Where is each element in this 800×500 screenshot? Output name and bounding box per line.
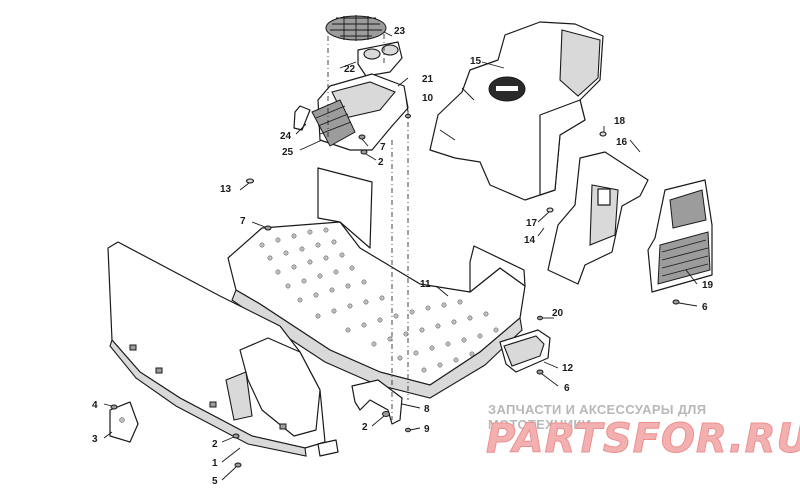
engine-cover-part — [429, 21, 604, 201]
callout-5: 5 — [212, 476, 218, 487]
callout-14: 14 — [524, 235, 536, 246]
handle-part — [293, 105, 311, 131]
nut-2-icon — [360, 149, 368, 155]
front-panel-part — [107, 241, 339, 457]
left-bracket-part — [109, 401, 139, 443]
screw-6a-icon — [672, 299, 680, 305]
screw-5-icon — [234, 462, 242, 468]
callout-9: 9 — [424, 424, 430, 435]
callout-2: 2 — [362, 422, 368, 433]
callout-6: 6 — [702, 302, 708, 313]
callout-19: 19 — [702, 280, 714, 291]
callout-10: 10 — [422, 93, 434, 104]
callout-7: 7 — [240, 216, 246, 227]
callout-20: 20 — [552, 308, 564, 319]
screw-7b-icon — [358, 134, 366, 140]
storage-mesh-part — [325, 15, 387, 41]
callout-22: 22 — [344, 64, 356, 75]
fastener-set — [110, 113, 680, 468]
callout-24: 24 — [280, 131, 292, 142]
callout-11: 11 — [420, 279, 431, 290]
watermark-logo: PARTSFOR.RU — [485, 416, 800, 463]
floor-tray-part — [227, 167, 526, 399]
callout-12: 12 — [562, 363, 574, 374]
callout-labels: 1 2 2 2 3 4 5 6 6 7 7 8 9 10 11 12 13 14… — [92, 26, 714, 487]
bracket-plate-part — [499, 329, 551, 373]
screw-4-icon — [110, 404, 118, 410]
rivet-18-icon — [599, 131, 607, 137]
callout-21: 21 — [422, 74, 434, 85]
screw-7a-icon — [264, 225, 272, 231]
cup-holder-part — [357, 41, 403, 77]
grille-panel-part — [647, 179, 713, 293]
side-panel-part — [547, 151, 649, 285]
callout-2: 2 — [378, 157, 384, 168]
screw-9-icon — [405, 427, 411, 433]
callout-18: 18 — [614, 116, 626, 127]
screw-6b-icon — [536, 369, 544, 375]
callout-6: 6 — [564, 383, 570, 394]
callout-7: 7 — [380, 142, 386, 153]
callout-17: 17 — [526, 218, 538, 229]
callout-16: 16 — [616, 137, 628, 148]
nut-2c-icon — [232, 433, 240, 439]
leader-lines — [103, 31, 698, 481]
callout-25: 25 — [282, 147, 294, 158]
callout-2: 2 — [212, 439, 218, 450]
callout-13: 13 — [220, 184, 232, 195]
center-console-part — [293, 73, 409, 151]
screw-20-icon — [537, 315, 543, 321]
callout-1: 1 — [212, 458, 218, 469]
rivet-13-icon — [245, 178, 255, 184]
watermark-tagline: ЗАПЧАСТИ И АКСЕССУАРЫ ДЛЯ МОТОТЕХНИКИ — [488, 402, 707, 432]
callout-15: 15 — [470, 56, 482, 67]
callout-8: 8 — [424, 404, 430, 415]
callout-23: 23 — [394, 26, 406, 37]
floor-holes — [259, 227, 499, 373]
nut-2b-icon — [382, 411, 390, 417]
rivet-17-icon — [546, 207, 554, 213]
assembly-lines — [327, 34, 409, 420]
callout-3: 3 — [92, 434, 98, 445]
callout-4: 4 — [92, 400, 98, 411]
